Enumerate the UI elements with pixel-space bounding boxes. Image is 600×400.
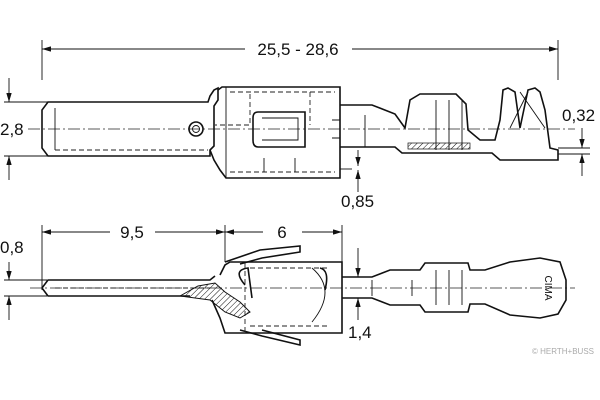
pin-thickness-label: 0,8 [0,238,24,257]
offset-label: 0,85 [341,192,374,211]
crimp-thickness-label: 0,32 [562,106,595,125]
pin-length-label: 9,5 [120,223,144,242]
blade-width-label: 2,8 [0,120,24,139]
body-length-label: 6 [277,223,286,242]
cima-stamp: CIMA [542,276,553,301]
watermark: © HERTH+BUSS [532,347,594,356]
side-view: 9,5 6 0,8 CIMA 1,4 [0,223,575,347]
body-gap-label: 1,4 [348,323,372,342]
total-length-label: 25,5 - 28,6 [257,40,338,59]
top-view: 25,5 - 28,6 2,8 [0,40,595,211]
